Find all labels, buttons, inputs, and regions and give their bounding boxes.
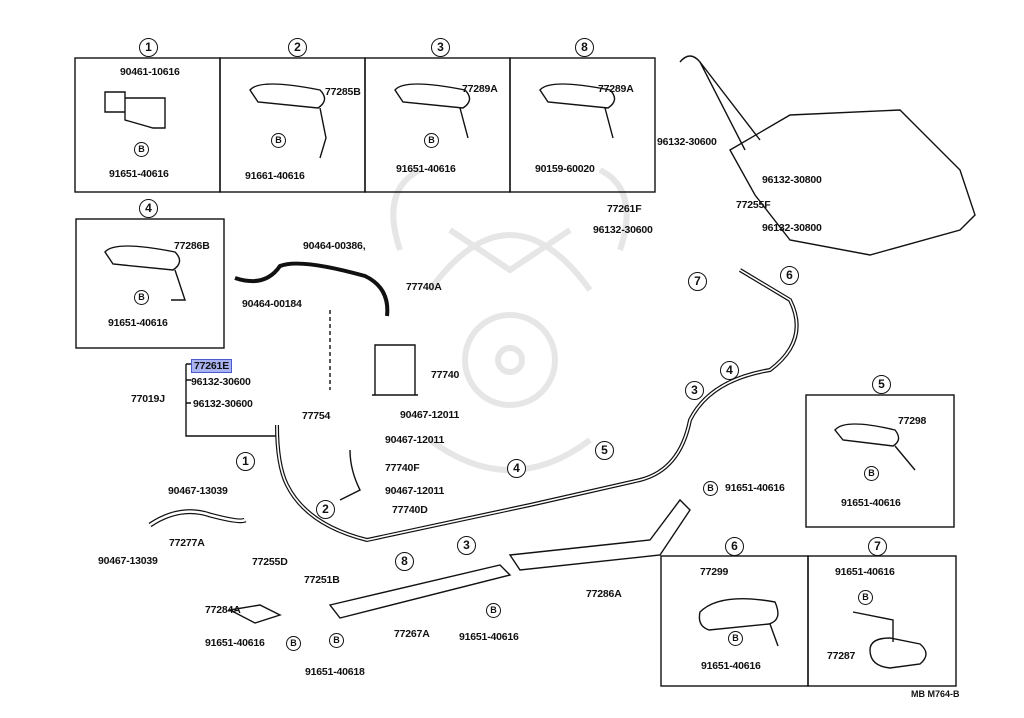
bracket-77267a (328, 564, 512, 619)
part-label[interactable]: 77255F (736, 199, 771, 211)
inset-ref-1[interactable]: 1 (139, 38, 158, 57)
bolt-icon: B (134, 290, 149, 305)
part-label[interactable]: 96132-30600 (193, 398, 253, 410)
part-label[interactable]: 91661-40616 (245, 170, 305, 182)
part-label[interactable]: 77261F (607, 203, 642, 215)
clamp-ref[interactable]: 5 (595, 441, 614, 460)
part-label[interactable]: 90467-13039 (168, 485, 228, 497)
inset-box-4 (75, 218, 225, 349)
inset-ref-6[interactable]: 6 (725, 537, 744, 556)
part-label[interactable]: 90159-60020 (535, 163, 595, 175)
clamp-ref[interactable]: 1 (236, 452, 255, 471)
clamp-ref[interactable]: 7 (688, 272, 707, 291)
inset-ref-7[interactable]: 7 (868, 537, 887, 556)
bolt-icon: B (271, 133, 286, 148)
inset-box-7 (807, 555, 957, 687)
clamp-ref[interactable]: 2 (316, 500, 335, 519)
part-label[interactable]: 77740D (392, 504, 428, 516)
fuel-line-bundle (275, 268, 799, 543)
bolt-icon: B (864, 466, 879, 481)
part-label[interactable]: 77251B (304, 574, 340, 586)
part-label[interactable]: 90464-00386, (303, 240, 366, 252)
part-label[interactable]: 90467-13039 (98, 555, 158, 567)
bolt-icon: B (286, 636, 301, 651)
part-label[interactable]: 77289A (462, 83, 498, 95)
part-label[interactable]: 96132-30600 (593, 224, 653, 236)
part-label-selected[interactable]: 77261E (191, 359, 233, 373)
part-label[interactable]: 96132-30800 (762, 222, 822, 234)
bolt-icon: B (728, 631, 743, 646)
part-label[interactable]: 77289A (598, 83, 634, 95)
part-label[interactable]: 96132-30800 (762, 174, 822, 186)
part-label[interactable]: 91651-40616 (841, 497, 901, 509)
diagram-code: MB M764-B (911, 689, 960, 699)
part-label[interactable]: 77284A (205, 604, 241, 616)
part-label[interactable]: 90461-10616 (120, 66, 180, 78)
part-label[interactable]: 77255D (252, 556, 288, 568)
part-label[interactable]: 96132-30600 (191, 376, 251, 388)
part-label[interactable]: 77740F (385, 462, 420, 474)
filler-neck (679, 55, 761, 151)
fuel-tank-outline (729, 109, 976, 256)
part-label[interactable]: 90467-12011 (385, 485, 445, 497)
bolt-icon: B (329, 633, 344, 648)
inset-box-8 (509, 57, 656, 193)
part-label[interactable]: 77286A (586, 588, 622, 600)
part-label[interactable]: 77277A (169, 537, 205, 549)
part-label[interactable]: 91651-40616 (205, 637, 265, 649)
part-label[interactable]: 90467-12011 (400, 409, 460, 421)
bolt-icon: B (134, 142, 149, 157)
part-label[interactable]: 91651-40616 (701, 660, 761, 672)
part-label[interactable]: 77754 (302, 410, 331, 422)
clamp-ref[interactable]: 4 (507, 459, 526, 478)
clamp-ref[interactable]: 4 (720, 361, 739, 380)
part-label[interactable]: 77740 (431, 369, 460, 381)
part-label[interactable]: 77298 (898, 415, 927, 427)
part-label[interactable]: 77267A (394, 628, 430, 640)
bracket-77286a (508, 498, 691, 571)
part-label[interactable]: 91651-40618 (305, 666, 365, 678)
part-label[interactable]: 77019J (131, 393, 165, 405)
watermark-logo (390, 167, 630, 473)
part-label[interactable]: 90467-12011 (385, 434, 445, 446)
clamp-ref[interactable]: 8 (395, 552, 414, 571)
part-label[interactable]: 77285B (325, 86, 361, 98)
part-label[interactable]: 91651-40616 (396, 163, 456, 175)
part-label[interactable]: 77299 (700, 566, 729, 578)
part-label[interactable]: 96132-30600 (657, 136, 717, 148)
inset-box-5 (805, 394, 955, 528)
inset-ref-5[interactable]: 5 (872, 375, 891, 394)
inset-ref-2[interactable]: 2 (288, 38, 307, 57)
part-label[interactable]: 91651-40616 (459, 631, 519, 643)
part-label[interactable]: 91651-40616 (109, 168, 169, 180)
part-label[interactable]: 77286B (174, 240, 210, 252)
part-label[interactable]: 91651-40616 (835, 566, 895, 578)
part-label[interactable]: 90464-00184 (242, 298, 302, 310)
clamp-ref[interactable]: 6 (780, 266, 799, 285)
inset-ref-8[interactable]: 8 (575, 38, 594, 57)
inset-ref-3[interactable]: 3 (431, 38, 450, 57)
clamp-ref[interactable]: 3 (457, 536, 476, 555)
clamp-ref[interactable]: 3 (685, 381, 704, 400)
bolt-icon: B (486, 603, 501, 618)
bolt-icon: B (424, 133, 439, 148)
part-label[interactable]: 77740A (406, 281, 442, 293)
bolt-icon: B (858, 590, 873, 605)
part-label[interactable]: 91651-40616 (108, 317, 168, 329)
bolt-icon: B (703, 481, 718, 496)
inset-ref-4[interactable]: 4 (139, 199, 158, 218)
part-label[interactable]: 77287 (827, 650, 856, 662)
part-label[interactable]: 91651-40616 (725, 482, 785, 494)
